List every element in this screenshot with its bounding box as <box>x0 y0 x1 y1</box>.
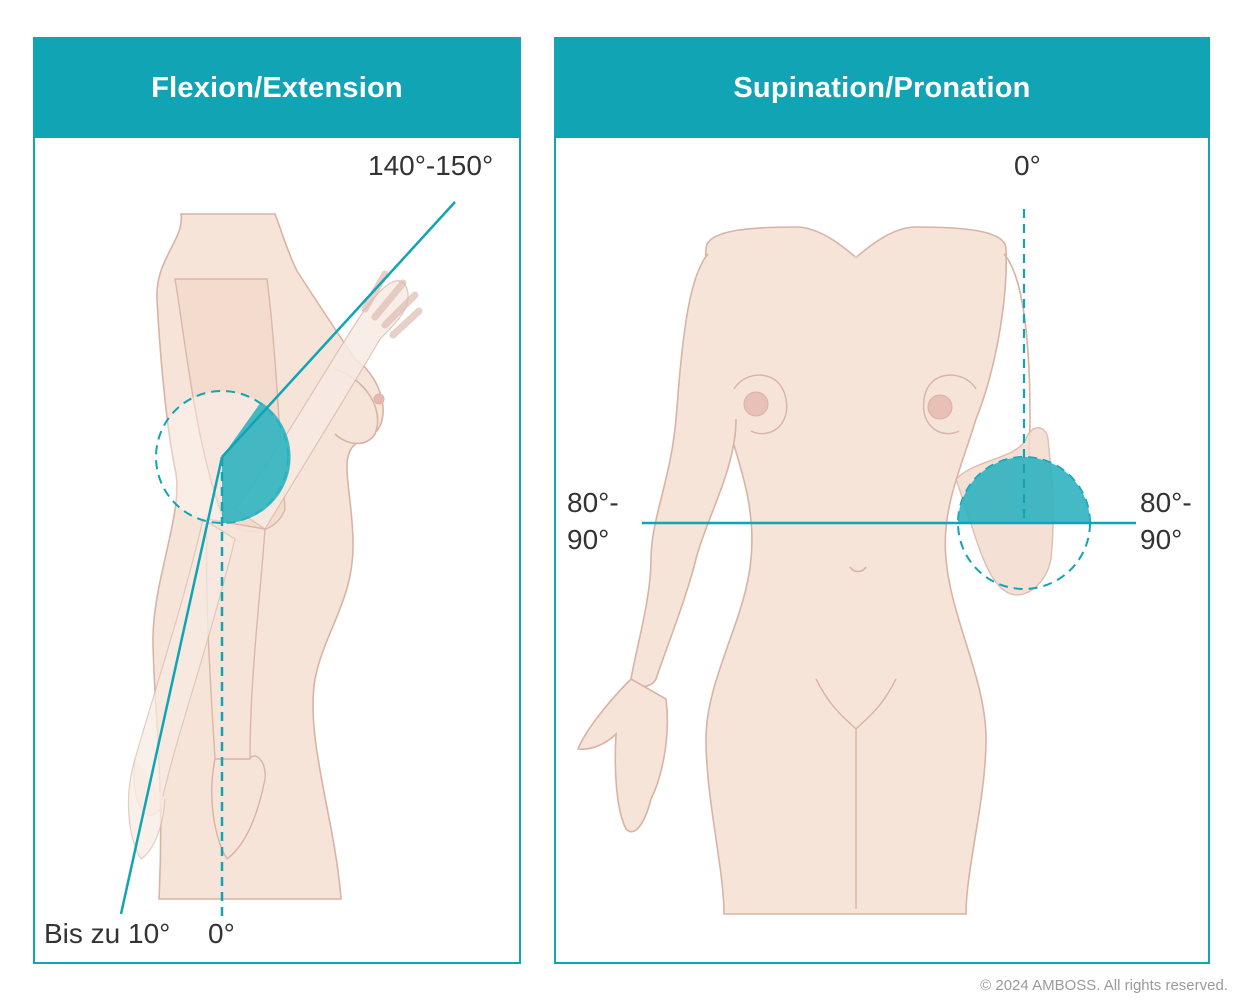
nipple-left <box>743 391 769 417</box>
panel-title: Supination/Pronation <box>556 39 1208 138</box>
breast-right <box>922 374 977 435</box>
label-extension: Bis zu 10° <box>44 918 171 949</box>
extension-line <box>119 456 224 915</box>
flexion-line <box>221 201 456 458</box>
label-flexion: 140°-150° <box>368 150 494 181</box>
hand-neutral <box>211 755 266 861</box>
arm-left <box>630 253 737 688</box>
label-range-left-1: 80°- <box>567 487 619 518</box>
copyright-notice: © 2024 AMBOSS. All rights reserved. <box>980 977 1228 994</box>
nipple-right <box>927 394 953 420</box>
flexion-extension-illustration <box>119 201 456 919</box>
panel-supination-pronation: Supination/Pronation 0° 80°- 90° 80°- 90… <box>554 37 1210 964</box>
nipple <box>373 393 385 405</box>
breast-left <box>733 374 788 435</box>
label-range-left-2: 90° <box>567 524 610 555</box>
label-neutral: 0° <box>1014 150 1041 181</box>
panel-flexion-extension: Flexion/Extension 140°-150° Bis zu 10° 0… <box>33 37 521 964</box>
rotation-arc-fill <box>958 457 1090 523</box>
supination-pronation-illustration <box>576 209 1136 915</box>
panel-title: Flexion/Extension <box>35 39 519 138</box>
navel <box>849 566 867 573</box>
flexion-arc-fill <box>222 402 291 524</box>
groin-lines <box>815 678 897 909</box>
label-range-right-1: 80°- <box>1140 487 1192 518</box>
label-neutral: 0° <box>208 918 235 949</box>
hand-flexed <box>361 270 423 339</box>
label-range-right-2: 90° <box>1140 524 1183 555</box>
hand-left <box>576 678 669 833</box>
